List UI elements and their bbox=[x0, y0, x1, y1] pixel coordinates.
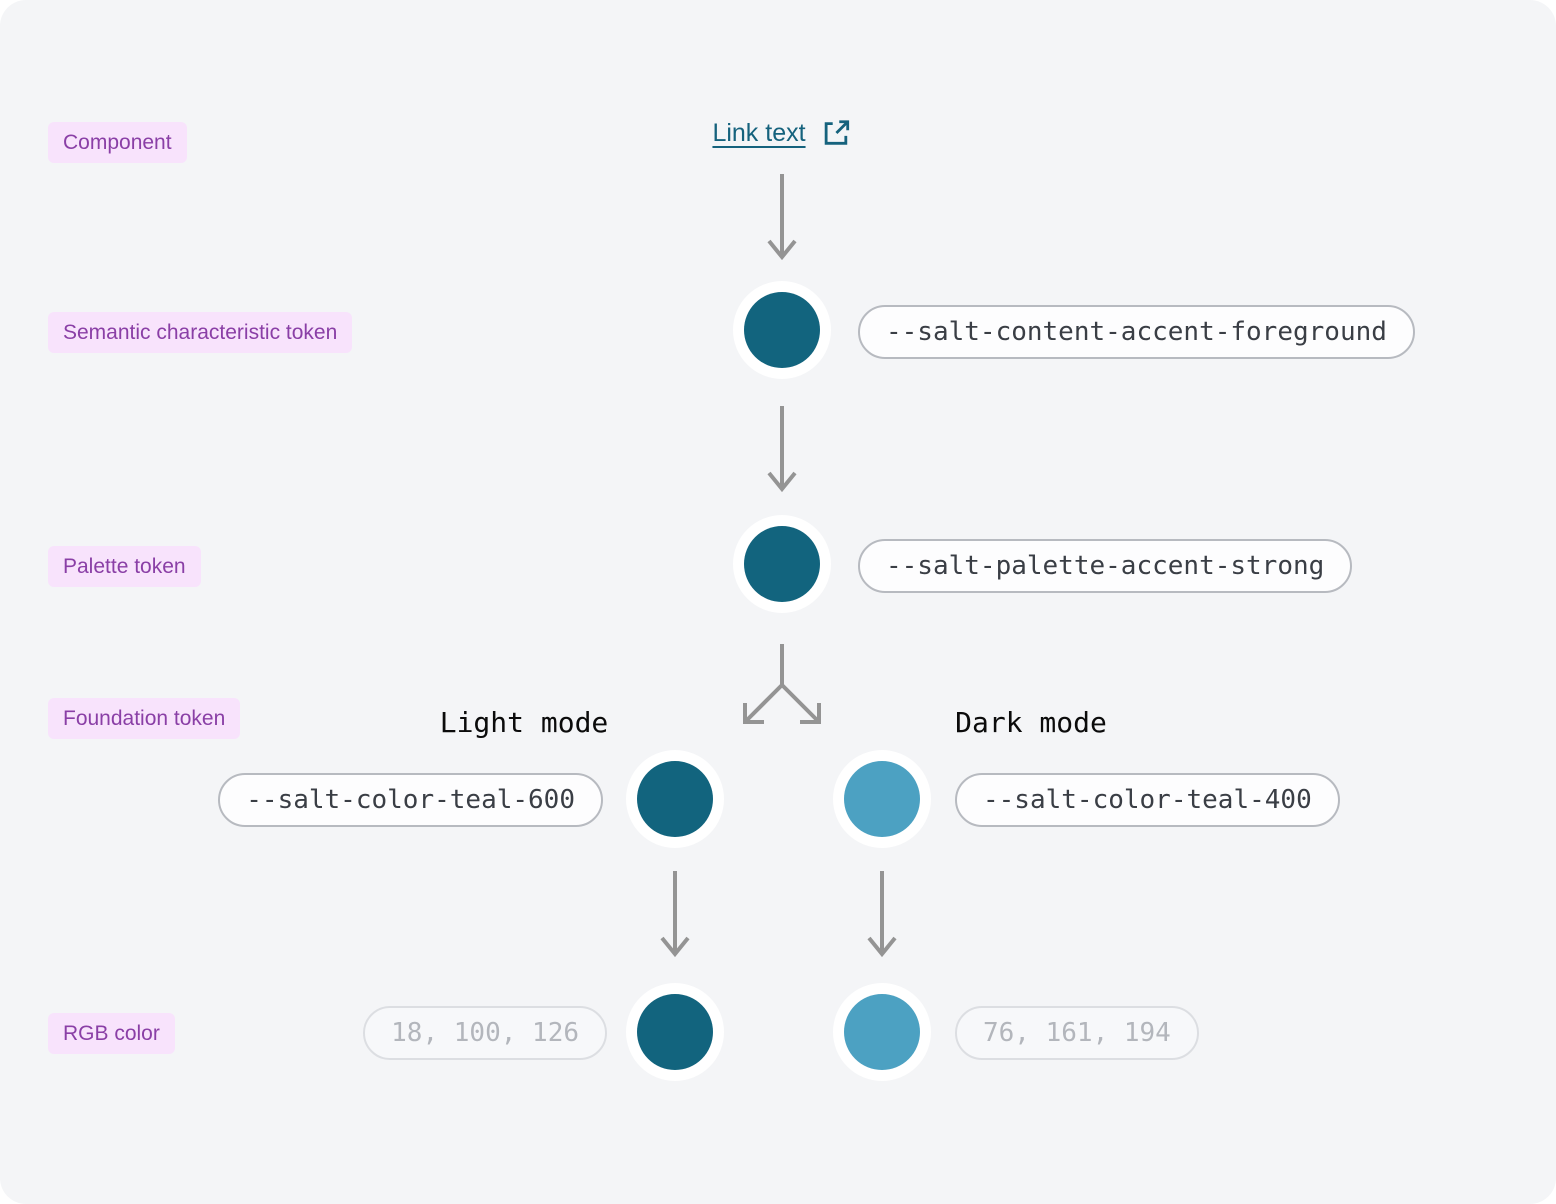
arrow-palette-branch bbox=[743, 644, 821, 724]
palette-token-circle bbox=[744, 526, 820, 602]
arrow-component-to-semantic bbox=[767, 174, 797, 261]
foundation-row-label: Foundation token bbox=[48, 698, 241, 739]
external-link-icon[interactable] bbox=[822, 118, 852, 148]
palette-token-pill: --salt-palette-accent-strong bbox=[858, 539, 1353, 593]
foundation-light-token-pill: --salt-color-teal-600 bbox=[218, 773, 603, 827]
palette-row-label: Palette token bbox=[48, 546, 201, 587]
arrow-dark-to-rgb bbox=[867, 871, 897, 958]
rgb-dark-circle bbox=[844, 994, 920, 1070]
semantic-token-pill: --salt-content-accent-foreground bbox=[858, 305, 1415, 359]
foundation-dark-token-pill: --salt-color-teal-400 bbox=[955, 773, 1340, 827]
dark-mode-label: Dark mode bbox=[955, 706, 1107, 739]
semantic-token-circle bbox=[744, 292, 820, 368]
foundation-dark-circle bbox=[844, 761, 920, 837]
rgb-light-circle bbox=[637, 994, 713, 1070]
rgb-light-value-pill: 18, 100, 126 bbox=[363, 1006, 607, 1060]
foundation-light-circle bbox=[637, 761, 713, 837]
semantic-row-label: Semantic characteristic token bbox=[48, 312, 353, 353]
light-mode-label: Light mode bbox=[439, 706, 609, 739]
component-link[interactable]: Link text bbox=[712, 118, 851, 148]
arrow-semantic-to-palette bbox=[767, 406, 797, 493]
component-row-label: Component bbox=[48, 122, 187, 163]
rgb-row-label: RGB color bbox=[48, 1013, 175, 1054]
rgb-dark-value-pill: 76, 161, 194 bbox=[955, 1006, 1199, 1060]
arrow-light-to-rgb bbox=[660, 871, 690, 958]
link-text[interactable]: Link text bbox=[712, 118, 806, 147]
